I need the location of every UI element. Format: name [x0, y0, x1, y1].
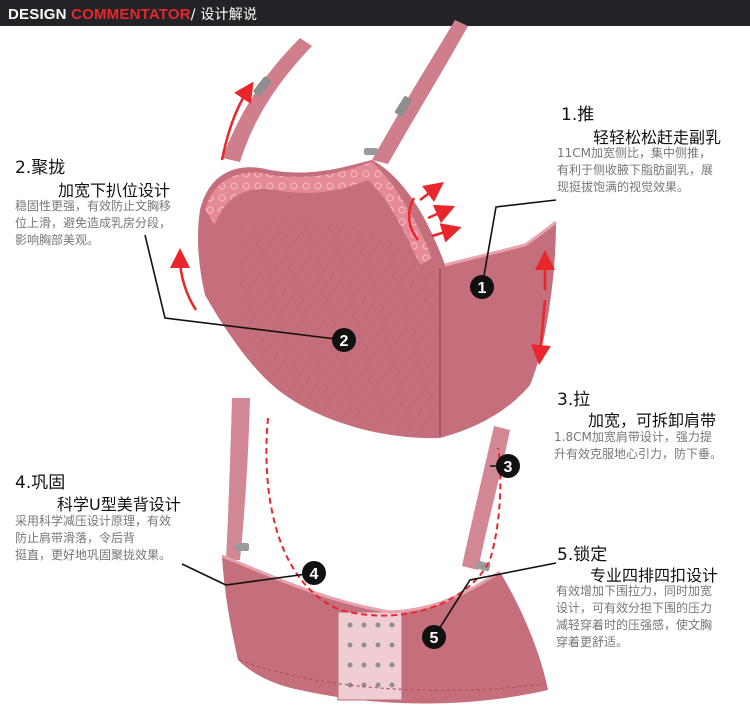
callout-1-subtitle: 轻轻松松赶走副乳 — [593, 128, 722, 147]
callout-2-title: 2.聚拢 — [15, 158, 66, 178]
callout-5-title: 5.锁定 — [557, 545, 608, 565]
marker-4: 4 — [302, 561, 326, 585]
callout-2-desc-line: 位上滑，避免造成乳房分段， — [15, 216, 172, 230]
strap-slider-left — [253, 76, 272, 97]
svg-text:5: 5 — [430, 630, 439, 647]
callout-5-description: 有效增加下围拉力，同时加宽 设计，可有效分担下围的压力 减轻穿着时的压强感，使文… — [556, 583, 712, 651]
back-right-strap — [462, 426, 510, 570]
strap-slider-right — [395, 96, 412, 117]
callout-4-desc-line: 防止肩带滑落，令后背 — [15, 531, 136, 545]
hook-eye-rows — [347, 622, 395, 688]
back-strap-hook-left — [235, 543, 249, 551]
callout-3-subtitle: 加宽，可拆卸肩带 — [588, 411, 717, 430]
front-wing-edge — [444, 220, 557, 267]
marker-2: 2 — [332, 328, 356, 352]
svg-text:4: 4 — [310, 566, 319, 583]
callout-2-description: 稳固性更强，有效防止文胸移 位上滑，避免造成乳房分段， 影响胸部美观。 — [15, 198, 171, 249]
callout-3-desc-line: 升有效克服地心引力，防下垂。 — [554, 447, 723, 461]
callout-2-desc-line: 影响胸部美观。 — [15, 233, 100, 247]
callout-2-desc-line: 稳固性更强，有效防止文胸移 — [15, 199, 172, 213]
back-strap-hook-right — [475, 560, 491, 572]
callout-1-description: 11CM加宽侧比，集中侧推， 有利于侧收腋下脂肪副乳，展 现挺拔饱满的视觉效果。 — [557, 145, 713, 196]
front-bra-view — [197, 20, 557, 439]
header-title: DESIGN COMMENTATOR/ 设计解说 — [8, 4, 257, 24]
header-bar: DESIGN COMMENTATOR/ 设计解说 — [0, 0, 750, 26]
header-subtitle: / 设计解说 — [190, 7, 258, 23]
marker-1: 1 — [470, 275, 494, 299]
callout-5-desc-line: 减轻穿着时的压强感，使文胸 — [556, 618, 713, 632]
callout-5-desc-line: 有效增加下围拉力，同时加宽 — [556, 584, 713, 598]
svg-text:2: 2 — [340, 333, 349, 350]
callout-4-desc-line: 采用科学减压设计原理，有效 — [15, 514, 172, 528]
callout-1-title: 1.推 — [561, 105, 595, 125]
callout-1-desc-line: 现挺拔饱满的视觉效果。 — [557, 180, 690, 194]
callout-5-desc-line: 穿着更舒适。 — [556, 635, 629, 649]
callout-1-desc-line: 有利于侧收腋下脂肪副乳，展 — [557, 163, 714, 177]
svg-text:1: 1 — [478, 280, 487, 297]
svg-text:3: 3 — [504, 459, 513, 476]
strap-hook-left — [364, 148, 378, 155]
brand-word-commentator: COMMENTATOR — [71, 6, 191, 23]
u-shape-dashed-guide — [265, 417, 502, 617]
front-right-strap — [372, 20, 468, 164]
front-left-strap — [222, 38, 312, 162]
callout-3-title: 3.拉 — [557, 390, 591, 410]
back-left-strap — [226, 398, 250, 560]
red-direction-arrows — [170, 81, 555, 365]
marker-5: 5 — [422, 625, 446, 649]
callout-2-subtitle: 加宽下扒位设计 — [58, 181, 171, 200]
callout-3-desc-line: 1.8CM加宽肩带设计，强力提 — [554, 430, 712, 444]
callout-4-desc-line: 挺直，更好地巩固聚拢效果。 — [15, 548, 172, 562]
callout-5-desc-line: 设计，可有效分担下围的压力 — [556, 601, 713, 615]
callout-3-description: 1.8CM加宽肩带设计，强力提 升有效克服地心引力，防下垂。 — [554, 429, 722, 463]
callout-1-desc-line: 11CM加宽侧比，集中侧推， — [557, 146, 712, 160]
back-band-stitch — [239, 659, 546, 692]
back-band-top-trim — [221, 554, 501, 614]
marker-3: 3 — [496, 454, 520, 478]
front-lace-pattern — [205, 162, 432, 265]
front-bra-texture — [238, 217, 440, 431]
callout-4-subtitle: 科学U型美背设计 — [57, 495, 181, 514]
callout-4-title: 4.巩固 — [15, 473, 66, 493]
callout-5-subtitle: 专业四排四扣设计 — [590, 566, 719, 585]
back-bra-view — [221, 398, 548, 704]
callout-4-description: 采用科学减压设计原理，有效 防止肩带滑落，令后背 挺直，更好地巩固聚拢效果。 — [15, 513, 171, 564]
brand-word-design: DESIGN — [8, 6, 72, 23]
